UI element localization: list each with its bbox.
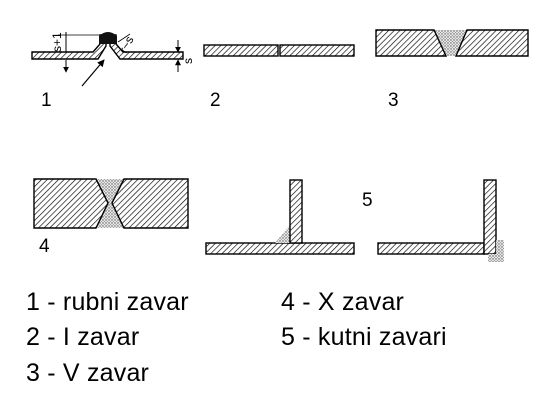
radius-leader <box>117 33 131 43</box>
legend-item-v-weld: 3 - V zavar <box>26 359 150 387</box>
edge-weld-figure: s+1 r~s s 1 <box>31 32 195 111</box>
fillet-weld-t-joint <box>205 179 355 255</box>
figure-number-5: 5 <box>362 190 373 211</box>
figure-number-3: 3 <box>388 90 399 111</box>
legend-item-edge-weld: 1 - rubni zavar <box>26 288 189 316</box>
i-weld-right-plate <box>279 44 355 57</box>
legend-item-x-weld: 4 - X zavar <box>281 288 405 316</box>
v-weld-left-plate <box>375 29 448 57</box>
x-weld-seam <box>96 179 124 228</box>
x-weld-figure: 4 <box>33 178 189 257</box>
t-joint-upright-plate <box>289 179 303 244</box>
figure-number-4: 4 <box>39 236 50 257</box>
v-weld-right-plate <box>454 29 529 57</box>
corner-joint-upright-plate <box>483 179 497 255</box>
i-weld-figure: 2 <box>203 44 355 111</box>
figure-number-1: 1 <box>41 90 52 111</box>
dim-label-s-plus-1: s+1 <box>50 32 64 52</box>
legend-item-i-weld: 2 - I zavar <box>26 323 140 351</box>
legend-item-fillet-welds: 5 - kutni zavari <box>281 323 447 351</box>
x-weld-left-plate <box>33 178 109 229</box>
i-weld-left-plate <box>203 44 279 57</box>
figure-number-2: 2 <box>210 90 221 111</box>
corner-joint-fillet-seam <box>488 240 504 262</box>
corner-joint-base-plate <box>377 242 485 255</box>
edge-weld-left-plate <box>31 34 107 60</box>
edge-weld-bead <box>99 32 117 44</box>
fillet-weld-corner-joint <box>377 179 504 262</box>
leader-line <box>81 59 105 87</box>
v-weld-figure: 3 <box>375 29 529 111</box>
x-weld-right-plate <box>111 178 189 229</box>
dim-label-s: s <box>181 58 195 64</box>
t-joint-base-plate <box>205 242 355 255</box>
t-joint-fillet-seam <box>275 225 290 243</box>
